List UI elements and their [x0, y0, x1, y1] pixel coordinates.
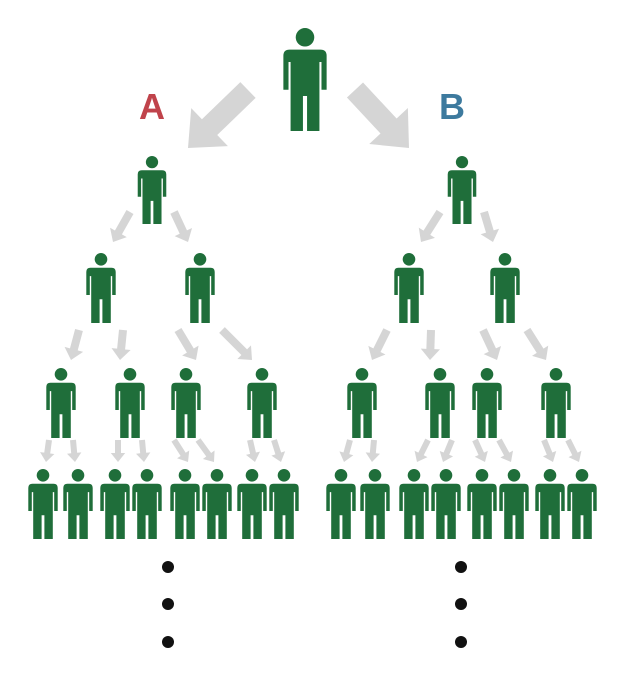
branch-label-a: A: [139, 86, 165, 127]
person-icon-b-gen4-8: [567, 469, 597, 539]
arrow-icon-a-g3-2-right: [136, 439, 151, 462]
arrow-icon-a-g3-4-left: [245, 439, 261, 462]
person-icon-b-gen3-1: [347, 368, 377, 438]
person-icon-a-gen3-1: [46, 368, 76, 438]
person-icon-b-gen4-3: [399, 469, 429, 539]
person-icon-a-gen4-3: [100, 469, 130, 539]
person-icon-a-gen4-6: [202, 469, 232, 539]
person-icon-a-gen4-2: [63, 469, 93, 539]
person-icon-b-gen3-4: [541, 368, 571, 438]
person-icon-b-gen4-6: [499, 469, 529, 539]
person-icon-a-gen4-1: [28, 469, 58, 539]
arrow-icon-a-g3-3-right: [195, 438, 215, 463]
person-icon-root: [283, 28, 327, 131]
arrow-icon-a-g3-2-left: [110, 440, 126, 462]
person-icon-b-gen3-2: [425, 368, 455, 438]
arrow-icon-a-g2-1-left: [64, 328, 84, 360]
arrow-icon-b-g3-2-right: [439, 438, 455, 463]
person-icon-a-gen3-2: [115, 368, 145, 438]
ellipsis-dot-icon-b-1: [455, 561, 467, 573]
arrow-icon-b-g3-3-right: [496, 438, 514, 463]
arrow-icon-b-g3-1-left: [339, 439, 354, 463]
person-icon-b-gen4-5: [467, 469, 497, 539]
person-icon-a-gen3-3: [171, 368, 201, 438]
ellipsis-dot-icon-b-3: [455, 636, 467, 648]
person-icon-b-gen2-2: [490, 253, 520, 323]
person-icon-b-gen1: [447, 156, 477, 224]
person-icon-b-gen4-4: [431, 469, 461, 539]
arrow-icon-a-g2-2-right: [219, 327, 252, 360]
arrow-icon-a-g3-4-right: [271, 439, 286, 462]
continuation-dots: [162, 561, 467, 648]
arrow-icon-a-g3-1-left: [40, 439, 55, 463]
arrow-icon-b-g3-1-right: [365, 439, 380, 462]
person-icon-b-gen4-2: [360, 469, 390, 539]
arrow-icon-a-g1-left: [110, 210, 134, 243]
ellipsis-dot-icon-a-3: [162, 636, 174, 648]
arrow-icon-a-g1-right: [170, 210, 193, 243]
arrow-icon-a-g2-1-right: [111, 329, 131, 361]
person-icon-a-gen4-5: [170, 469, 200, 539]
branch-label-b: B: [439, 86, 465, 127]
ellipsis-dot-icon-b-2: [455, 598, 467, 610]
arrow-icon-b-g2-2-left: [479, 328, 502, 361]
arrow-icon-root-to-b: [346, 82, 409, 149]
ellipsis-dot-icon-a-2: [162, 598, 174, 610]
arrow-icon-b-g3-4-left: [541, 438, 557, 463]
person-icon-b-gen3-3: [472, 368, 502, 438]
person-icon-a-gen1: [137, 156, 167, 224]
person-icon-a-gen2-1: [86, 253, 116, 323]
arrow-icon-a-g2-2-left: [174, 327, 199, 360]
arrow-icon-b-g2-1-left: [368, 328, 391, 361]
arrow-icon-b-g3-2-left: [414, 438, 431, 463]
arrow-icon-root-to-a: [187, 82, 256, 148]
arrow-icon-b-g3-3-left: [472, 438, 488, 463]
arrow-icon-b-g1-left: [418, 209, 444, 243]
person-icon-a-gen2-2: [185, 253, 215, 323]
arrows-layer: [40, 82, 582, 463]
arrow-icon-a-g3-3-left: [171, 438, 190, 462]
people-layer: [28, 28, 597, 539]
person-icon-b-gen2-1: [394, 253, 424, 323]
ellipsis-dot-icon-a-1: [162, 561, 174, 573]
person-icon-a-gen4-4: [132, 469, 162, 539]
arrow-icon-b-g1-right: [480, 210, 500, 242]
person-icon-b-gen4-7: [535, 469, 565, 539]
person-icon-a-gen4-7: [237, 469, 267, 539]
arrow-icon-b-g2-1-right: [420, 329, 440, 361]
person-icon-a-gen4-8: [269, 469, 299, 539]
person-icon-b-gen4-1: [326, 469, 356, 539]
person-icon-a-gen3-4: [247, 368, 277, 438]
arrow-icon-a-g3-1-right: [67, 439, 82, 462]
arrow-icon-b-g3-4-right: [565, 438, 582, 463]
arrow-icon-b-g2-2-right: [523, 327, 549, 361]
